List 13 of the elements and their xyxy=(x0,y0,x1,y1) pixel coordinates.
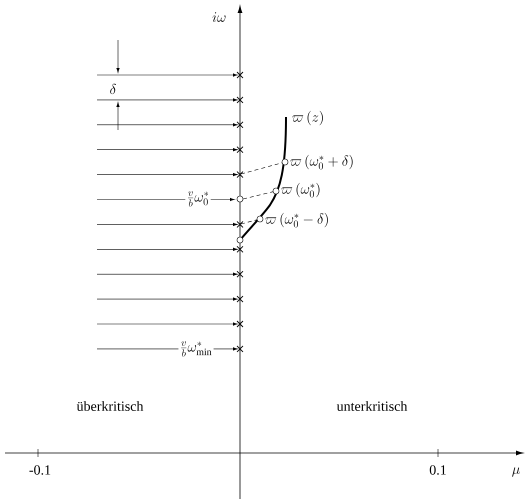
region-label: unterkritisch xyxy=(336,401,408,411)
tick-label: -0.1 xyxy=(29,465,50,475)
curve-label: $\varpi\,(\omega_0^*)$ xyxy=(281,182,320,198)
curve-label: $\varpi\,(z)$ xyxy=(292,110,323,126)
dimension-label: $\delta$ xyxy=(110,84,116,94)
level-label: $\frac{v}{b}\omega_{\mathrm{min}}^*$ xyxy=(178,340,214,358)
tick-label: 0.1 xyxy=(430,465,446,475)
curve-label: $\varpi\,(\omega_0^*+\delta)$ xyxy=(290,154,353,170)
curve-label: $\varpi\,(\omega_0^*-\delta)$ xyxy=(265,212,328,228)
level-label: $\frac{v}{b}\omega_0^*$ xyxy=(185,190,211,208)
axis-label: $\mu$ xyxy=(512,467,520,477)
axis-label: $i\omega$ xyxy=(212,12,226,22)
region-label: überkritisch xyxy=(76,401,144,411)
